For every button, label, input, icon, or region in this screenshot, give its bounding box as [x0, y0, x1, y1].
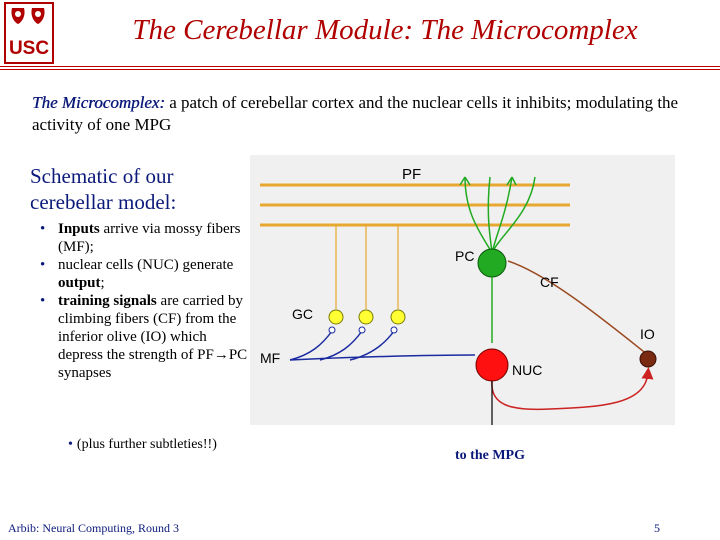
title-divider [0, 66, 720, 70]
logo-text: USC [9, 38, 49, 59]
mf-label: MF [260, 350, 280, 366]
intro-paragraph: The Microcomplex: a patch of cerebellar … [32, 92, 702, 136]
mf-terminal [390, 326, 398, 334]
mf-terminal [328, 326, 336, 334]
mf-terminal [358, 326, 366, 334]
intro-text: a patch of cerebellar cortex and the nuc… [32, 93, 679, 134]
microcomplex-diagram: PF PC CF IO GC MF NUC [250, 155, 675, 425]
slide-title: The Cerebellar Module: The Microcomplex [132, 14, 638, 46]
bullet-text: arrive via mossy fibers (MF); [58, 221, 241, 255]
purkinje-cell [477, 248, 507, 278]
bullet-text: nuclear cells (NUC) generate [58, 257, 234, 273]
mossy-fibers [289, 330, 476, 361]
granule-cell [328, 309, 344, 325]
pc-label: PC [455, 248, 474, 264]
gc-label: GC [292, 306, 313, 322]
bullet-keyword: training signals [58, 293, 157, 309]
granule-cell [358, 309, 374, 325]
mpg-output-label: to the MPG [455, 448, 525, 463]
sub-bullet: (plus further subtleties!!) [68, 437, 217, 453]
nuc-to-io-connection [491, 367, 654, 411]
nuc-label: NUC [512, 362, 542, 378]
climbing-fiber [507, 260, 649, 356]
granule-cell [390, 309, 406, 325]
cf-label: CF [540, 274, 559, 290]
intro-term: The Microcomplex: [32, 93, 165, 112]
inferior-olive-cell [639, 350, 657, 368]
purkinje-dendrites [459, 176, 536, 254]
nuclear-cell [475, 348, 509, 382]
schematic-heading: Schematic of our cerebellar model: [30, 164, 177, 214]
bullet-item: training signals are carried by climbing… [38, 292, 253, 382]
bullet-item: nuclear cells (NUC) generate output; [38, 256, 253, 292]
bullet-keyword: output [58, 275, 101, 291]
footer-credit: Arbib: Neural Computing, Round 3 [8, 521, 179, 535]
bullet-text: are carried by climbing fibers (CF) from… [58, 293, 248, 381]
bullet-item: Inputs arrive via mossy fibers (MF); [38, 220, 253, 256]
bullet-text: ; [100, 275, 105, 291]
usc-logo: USC [4, 2, 54, 64]
page-number: 5 [654, 521, 660, 535]
bullet-keyword: Inputs [58, 221, 100, 237]
pf-label: PF [402, 166, 421, 183]
bullet-list: Inputs arrive via mossy fibers (MF); nuc… [38, 220, 253, 382]
io-label: IO [640, 326, 655, 342]
